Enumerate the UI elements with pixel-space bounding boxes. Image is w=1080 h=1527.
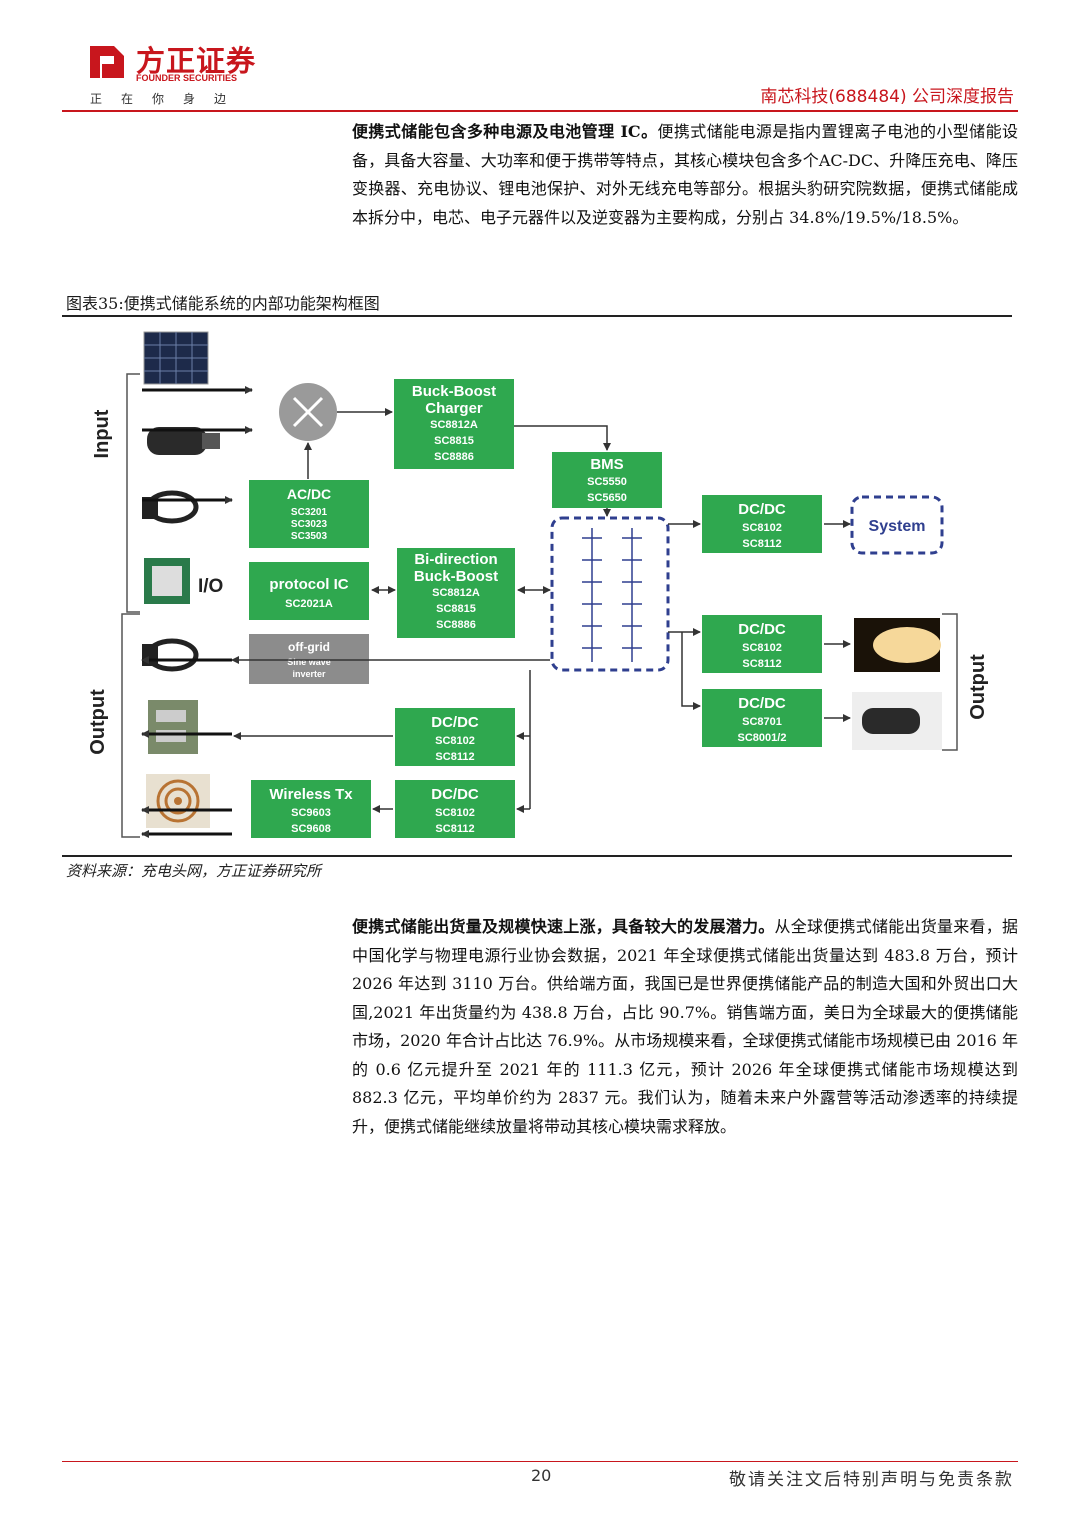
svg-text:SC8112: SC8112 [742,538,781,550]
ac-cable-icon [142,490,199,524]
solar-panel-icon [143,331,209,385]
svg-text:off-grid: off-grid [288,640,330,654]
output-bracket-right [942,613,958,751]
figure-source: 资料来源：充电头网，方正证券研究所 [66,862,322,880]
paragraph-lead: 便携式储能包含多种电源及电池管理 IC。 [352,122,658,141]
dc-dc-wireless-box: DC/DC SC8102 SC8112 [395,780,515,838]
off-grid-inverter-box: off-grid Sine wave inverter [249,634,369,684]
protocol-ic-box: protocol IC SC2021A [249,562,369,620]
architecture-diagram: Input Output Output I/O [87,331,989,838]
svg-text:Sine wave: Sine wave [287,657,331,667]
svg-text:SC8102: SC8102 [742,522,782,534]
svg-text:SC8886: SC8886 [436,619,476,631]
dc-dc-system-box: DC/DC SC8102 SC8112 [702,495,822,553]
dc-dc-car-box: DC/DC SC8701 SC8001/2 [702,689,822,747]
usb-hub-icon [148,700,198,754]
svg-text:DC/DC: DC/DC [431,786,479,803]
svg-text:SC5550: SC5550 [587,476,627,488]
svg-text:SC8102: SC8102 [742,642,782,654]
svg-text:Bi-direction: Bi-direction [414,551,497,568]
svg-text:SC8886: SC8886 [434,451,474,463]
paragraph-lead: 便携式储能出货量及规模快速上涨，具备较大的发展潜力。 [352,917,775,936]
paragraph-market-growth: 便携式储能出货量及规模快速上涨，具备较大的发展潜力。从全球便携式储能出货量来看，… [352,913,1018,1141]
svg-text:SC8701: SC8701 [742,716,782,728]
buck-boost-charger-box: Buck-Boost Charger SC8812A SC8815 SC8886 [394,379,514,469]
power-mux-icon [279,383,337,441]
report-title: 南芯科技(688484) 公司深度报告 [760,87,1014,107]
logo-chinese-name: 方正证券 [136,44,257,78]
ac-output-cable-icon [142,638,199,672]
svg-text:SC8812A: SC8812A [430,419,478,431]
input-label: Input [91,409,113,458]
svg-text:BMS: BMS [590,456,623,473]
system-load-box: System [850,495,944,555]
page-number: 20 [531,1466,552,1485]
svg-text:SC8815: SC8815 [436,603,476,615]
svg-text:SC3023: SC3023 [291,519,328,530]
svg-text:Wireless Tx: Wireless Tx [269,786,353,803]
logo-english-name: FOUNDER SECURITIES [136,73,238,83]
svg-text:DC/DC: DC/DC [738,695,786,712]
io-label: I/O [198,576,223,597]
device-bus-lines [141,386,253,838]
output-label-right: Output [967,654,989,720]
svg-text:SC8112: SC8112 [742,658,781,670]
figure-bottom-rule [62,855,1012,857]
bms-box: BMS SC5550 SC5650 [552,452,662,508]
wireless-tx-box: Wireless Tx SC9603 SC9608 [251,780,371,838]
figure-top-rule [62,315,1012,317]
svg-text:Buck-Boost: Buck-Boost [412,383,496,400]
lamp-light-icon [854,618,941,672]
paragraph-body: 从全球便携式储能出货量来看，据中国化学与物理电源行业协会数据，2021 年全球便… [352,917,1018,1136]
output-label-left: Output [87,689,109,755]
logo-slogan: 正在你身边 [90,92,246,106]
svg-text:SC3201: SC3201 [291,507,328,518]
ac-dc-box: AC/DC SC3201 SC3023 SC3503 [249,480,369,548]
svg-text:SC3503: SC3503 [291,531,328,542]
battery-pack-icon [550,516,670,672]
paragraph-body: 便携式储能电源是指内置锂离子电池的小型储能设备，具备大容量、大功率和便于携带等特… [352,122,1018,227]
input-bracket [126,373,140,613]
usb-c-port-icon [144,558,190,604]
connector-arrows [231,408,851,813]
dc-dc-light-box: DC/DC SC8102 SC8112 [702,615,822,673]
svg-text:SC8812A: SC8812A [432,587,480,599]
svg-text:SC9603: SC9603 [291,807,331,819]
paragraph-ic-overview: 便携式储能包含多种电源及电池管理 IC。便携式储能电源是指内置锂离子电池的小型储… [352,118,1018,232]
car-charger-output-icon [852,692,942,750]
svg-text:SC2021A: SC2021A [285,598,333,610]
svg-text:AC/DC: AC/DC [287,486,331,502]
footer-divider [62,1461,1018,1462]
svg-text:SC8102: SC8102 [435,735,475,747]
svg-text:SC8102: SC8102 [435,807,475,819]
svg-text:SC9608: SC9608 [291,823,331,835]
svg-text:Buck-Boost: Buck-Boost [414,568,498,585]
svg-text:SC8815: SC8815 [434,435,474,447]
svg-text:SC8001/2: SC8001/2 [738,732,787,744]
svg-text:inverter: inverter [292,669,326,679]
svg-text:SC8112: SC8112 [435,751,474,763]
dc-dc-usb-box: DC/DC SC8102 SC8112 [395,708,515,766]
founder-logo-mark-icon [90,46,124,78]
svg-text:Charger: Charger [425,400,483,417]
header-divider [62,110,1018,112]
figure-title: 图表35:便携式储能系统的内部功能架构框图 [66,294,380,313]
svg-text:SC8112: SC8112 [435,823,474,835]
founder-logo: 方正证券 FOUNDER SECURITIES 正在你身边 [86,38,266,108]
svg-text:DC/DC: DC/DC [738,501,786,518]
footer-disclaimer: 敬请关注文后特别声明与免责条款 [729,1470,1014,1490]
svg-text:DC/DC: DC/DC [738,621,786,638]
svg-text:protocol IC: protocol IC [269,576,348,593]
bidirection-buck-boost-box: Bi-direction Buck-Boost SC8812A SC8815 S… [397,548,515,638]
car-charger-icon [147,427,220,455]
output-bracket-left [121,613,140,838]
svg-text:System: System [869,518,926,535]
wireless-coil-icon [146,774,210,828]
svg-text:DC/DC: DC/DC [431,714,479,731]
svg-text:SC5650: SC5650 [587,492,627,504]
